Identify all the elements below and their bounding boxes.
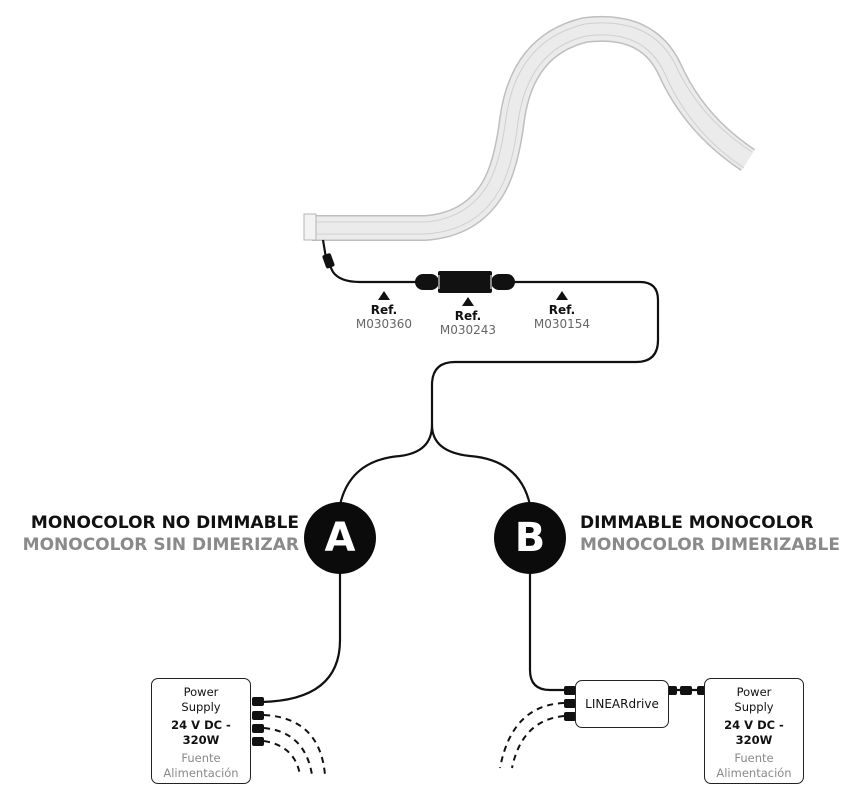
linear-drive: LINEARdrive [575, 680, 669, 728]
led-strip [303, 15, 756, 241]
inline-connector [415, 271, 515, 293]
option-a-heading: MONOCOLOR NO DIMMABLE MONOCOLOR SIN DIME… [23, 512, 299, 556]
ref-code: M030243 [439, 323, 497, 337]
power-supply-b: Power Supply 24 V DC - 320W Fuente Alime… [704, 678, 804, 784]
ref-code: M030360 [355, 317, 413, 331]
ref-m030243: Ref. M030243 [423, 297, 513, 337]
driver-dashed-inputs [499, 702, 565, 769]
ps-line2: Supply [181, 700, 221, 714]
option-b-badge: B [494, 502, 566, 574]
ps-spec: 24 V DC - 320W [171, 718, 231, 747]
option-b-heading: DIMMABLE MONOCOLOR MONOCOLOR DIMERIZABLE [580, 512, 840, 556]
option-a-title: MONOCOLOR NO DIMMABLE [30, 513, 299, 533]
ps-es1: Fuente [181, 751, 221, 765]
option-b-title: DIMMABLE MONOCOLOR [580, 513, 814, 533]
ref-m030154: Ref. M030154 [517, 291, 607, 331]
ref-label: Ref. [370, 303, 398, 317]
ps-es1: Fuente [734, 751, 774, 765]
ref-m030360: Ref. M030360 [339, 291, 429, 331]
pointer-up-icon [378, 291, 390, 300]
ref-label: Ref. [454, 309, 482, 323]
ps-spec: 24 V DC - 320W [724, 718, 784, 747]
ps-es2: Alimentación [716, 766, 792, 780]
strip-connector [322, 253, 335, 269]
power-supply-a: Power Supply 24 V DC - 320W Fuente Alime… [151, 678, 251, 784]
option-a-subtitle: MONOCOLOR SIN DIMERIZAR [22, 535, 299, 555]
ps-line1: Power [736, 685, 772, 699]
option-a-badge: A [304, 502, 376, 574]
ps-es2: Alimentación [163, 766, 239, 780]
ps-a-connectors [252, 697, 264, 746]
ref-label: Ref. [548, 303, 576, 317]
main-cable [261, 239, 705, 704]
pointer-up-icon [462, 297, 474, 306]
ps-a-dashed-outputs [263, 714, 326, 776]
ps-line2: Supply [734, 700, 774, 714]
ps-line1: Power [183, 685, 219, 699]
option-b-subtitle: MONOCOLOR DIMERIZABLE [580, 535, 840, 555]
pointer-up-icon [556, 291, 568, 300]
ref-code: M030154 [533, 317, 591, 331]
